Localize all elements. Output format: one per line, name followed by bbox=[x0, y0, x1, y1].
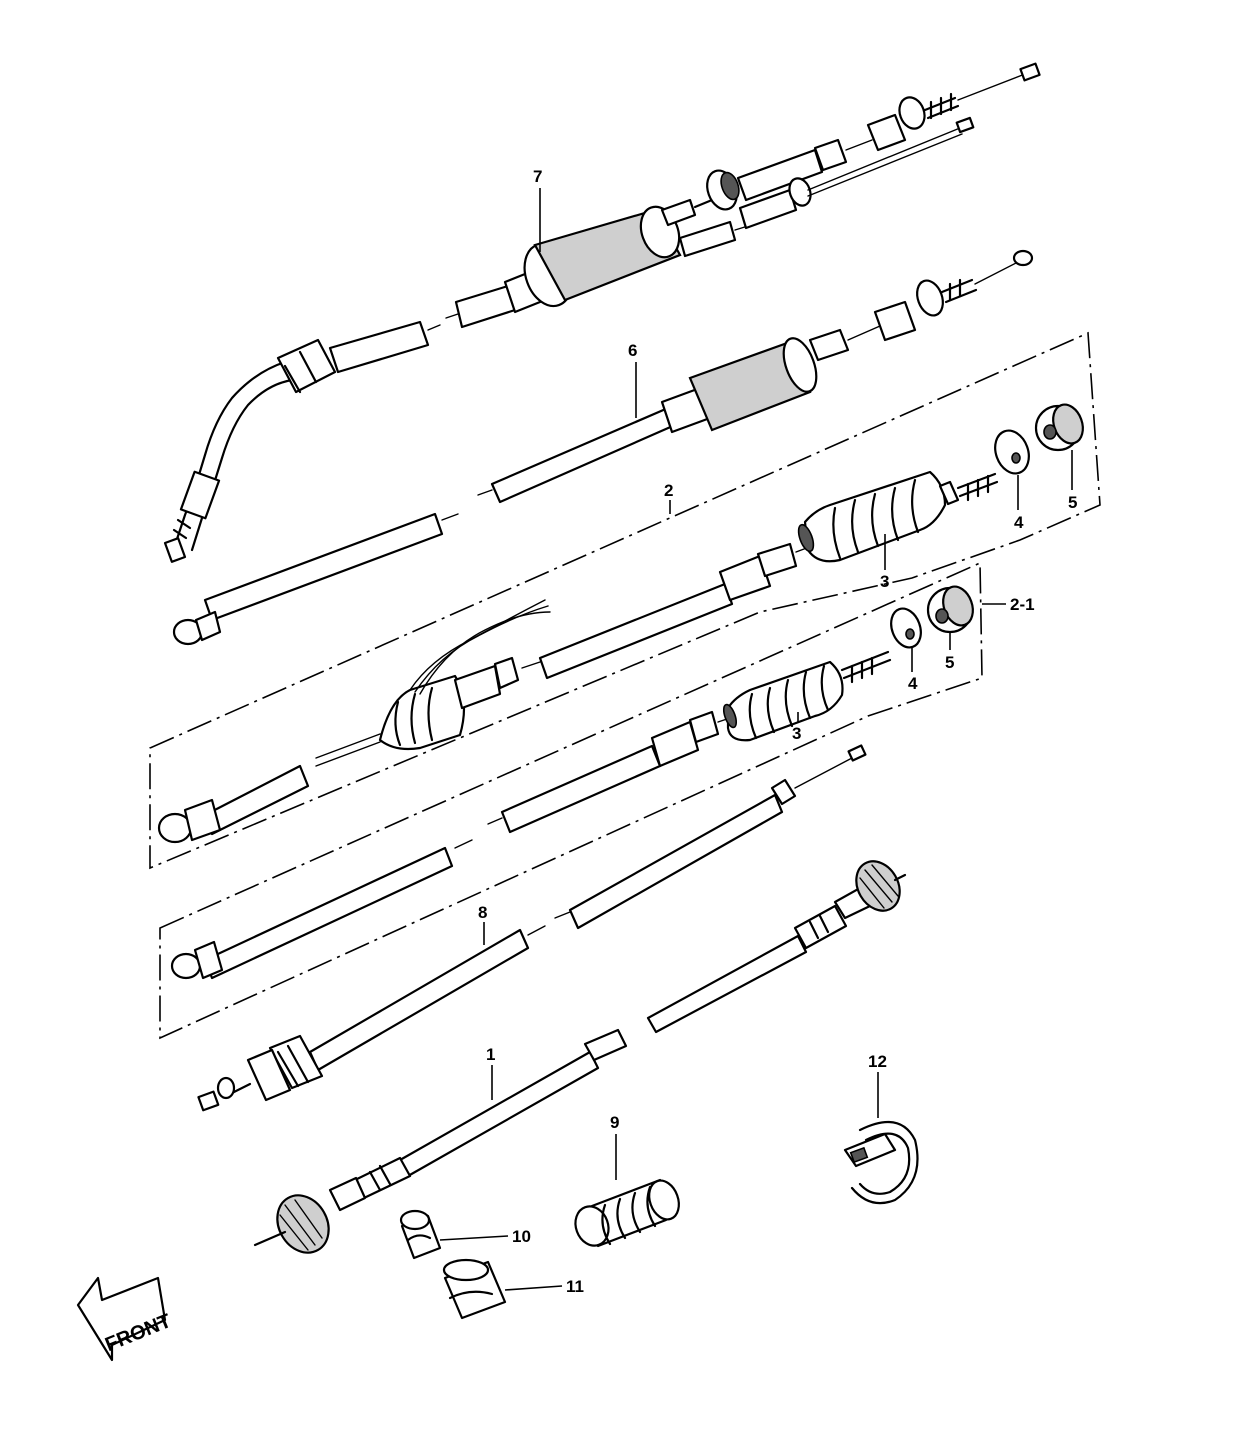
group-outline-2-1 bbox=[159, 561, 983, 1040]
callout-8: 8 bbox=[478, 903, 487, 922]
dust-boot-3-lower bbox=[722, 650, 892, 742]
speedometer-cable-1 bbox=[253, 860, 907, 1254]
callout-4-lower: 4 bbox=[908, 674, 918, 693]
collar-10 bbox=[399, 1209, 442, 1260]
throttle-cable-7 bbox=[163, 62, 1041, 563]
callout-2-1: 2-1 bbox=[1010, 595, 1035, 614]
callout-12: 12 bbox=[868, 1052, 887, 1071]
callout-4-upper: 4 bbox=[1014, 513, 1024, 532]
group-outline-2 bbox=[149, 331, 1101, 870]
callout-3-lower: 3 bbox=[792, 724, 801, 743]
callout-11: 11 bbox=[566, 1277, 584, 1296]
callout-10: 10 bbox=[512, 1227, 531, 1246]
dust-boot-3-upper bbox=[797, 470, 999, 563]
clamp-12 bbox=[843, 1120, 919, 1205]
callout-7: 7 bbox=[533, 167, 542, 186]
callout-5-lower: 5 bbox=[945, 653, 954, 672]
adjuster-4-upper bbox=[994, 429, 1030, 475]
spring-9 bbox=[574, 1178, 680, 1248]
locknut-5-lower bbox=[926, 585, 974, 634]
clutch-cable-2-1 bbox=[170, 710, 731, 980]
callout-2: 2 bbox=[664, 481, 673, 500]
adjuster-4-lower bbox=[890, 607, 922, 649]
callout-6: 6 bbox=[628, 341, 637, 360]
sleeve-11 bbox=[442, 1258, 507, 1320]
cable-6 bbox=[172, 249, 1034, 646]
callout-3-upper: 3 bbox=[880, 572, 889, 591]
cable-8 bbox=[197, 744, 867, 1112]
front-label: FRONT bbox=[102, 1310, 174, 1356]
callout-9: 9 bbox=[610, 1113, 619, 1132]
callout-5-upper: 5 bbox=[1068, 493, 1077, 512]
clutch-cable-2 bbox=[157, 542, 813, 844]
front-arrow-icon: FRONT bbox=[76, 1276, 174, 1362]
locknut-5-upper bbox=[1034, 403, 1084, 452]
callout-1: 1 bbox=[486, 1045, 495, 1064]
